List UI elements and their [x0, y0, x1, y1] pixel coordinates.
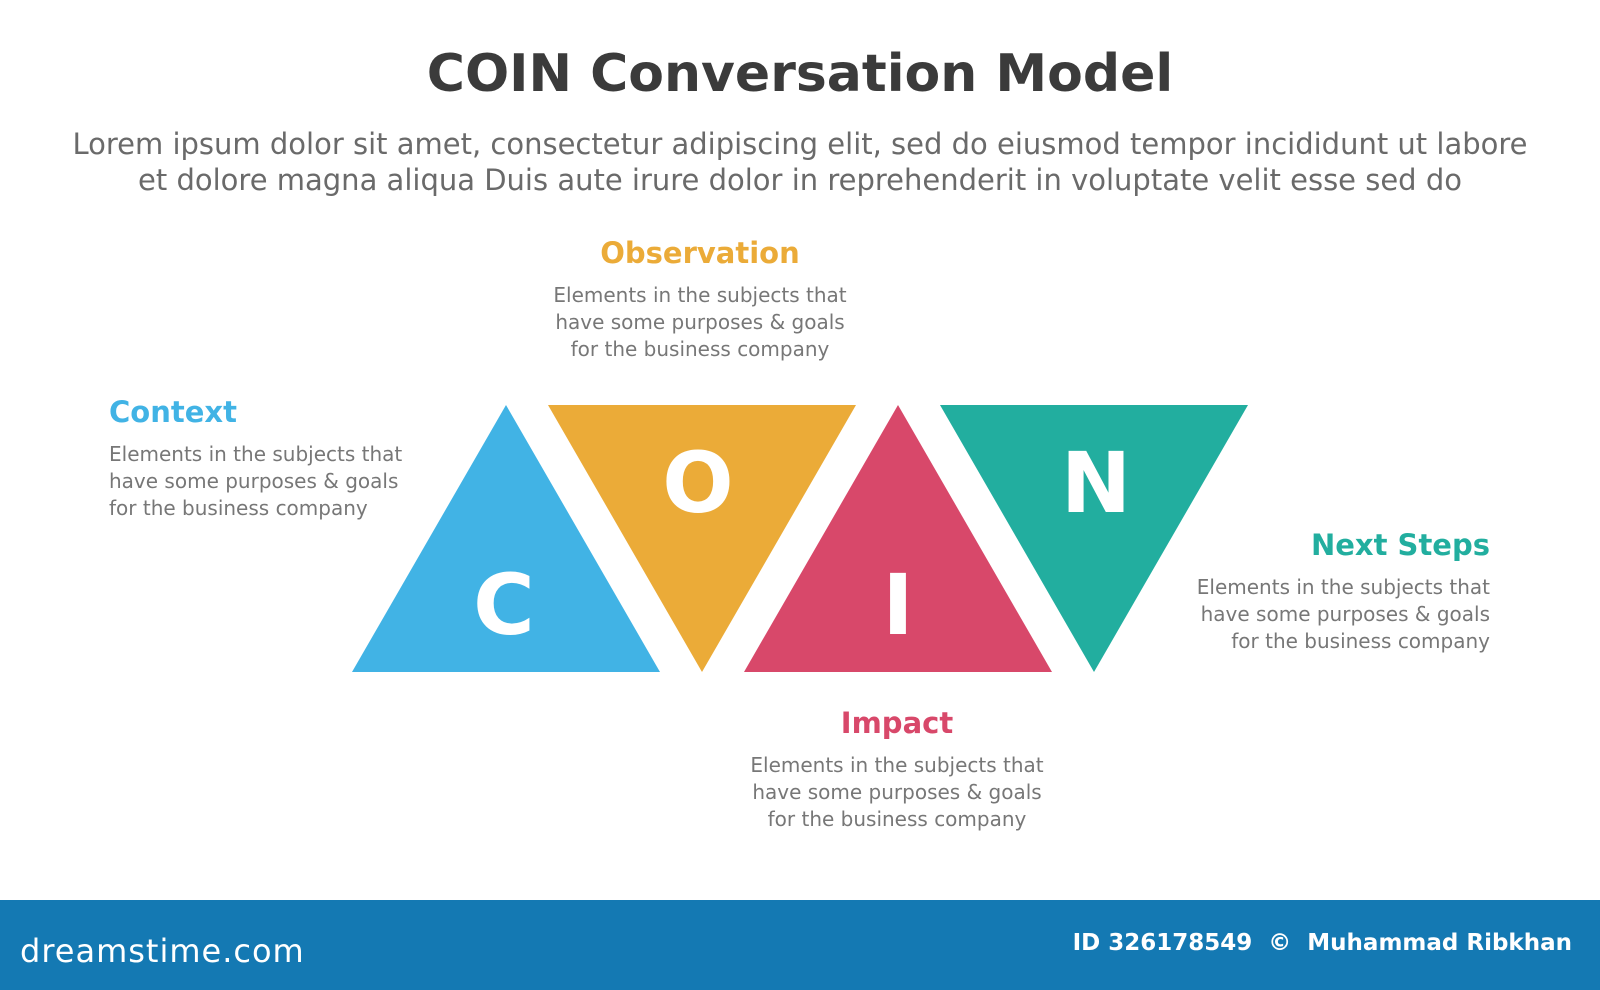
coin-triangle-diagram: C O I N	[352, 405, 1248, 672]
description-line: for the business company	[767, 807, 1027, 831]
impact-description: Elements in the subjects that have some …	[697, 752, 1097, 833]
copyright-symbol: ©	[1268, 930, 1292, 956]
description-line: for the business company	[1231, 629, 1490, 653]
observation-description: Elements in the subjects that have some …	[500, 282, 900, 363]
letter-c: C	[473, 556, 535, 654]
image-id: ID 326178549	[1072, 930, 1253, 956]
context-description: Elements in the subjects that have some …	[109, 441, 439, 522]
impact-heading: Impact	[840, 706, 954, 740]
subtitle-line: et dolore magna aliqua Duis aute irure d…	[138, 163, 1462, 197]
description-line: have some purposes & goals	[752, 780, 1042, 804]
page-subtitle: Lorem ipsum dolor sit amet, consectetur …	[60, 126, 1540, 198]
triangle-i	[744, 405, 1052, 672]
watermark-footer: dreamstime.com ID 326178549 © Muhammad R…	[0, 900, 1600, 990]
triangle-n	[940, 405, 1248, 672]
description-line: for the business company	[570, 337, 830, 361]
author-name: Muhammad Ribkhan	[1307, 930, 1572, 956]
context-block: Context Elements in the subjects that ha…	[109, 395, 439, 522]
letter-i: I	[882, 556, 913, 654]
description-line: have some purposes & goals	[555, 310, 845, 334]
page-title: COIN Conversation Model	[426, 44, 1174, 104]
description-line: for the business company	[109, 496, 368, 520]
description-line: have some purposes & goals	[109, 469, 399, 493]
subtitle-line: Lorem ipsum dolor sit amet, consectetur …	[72, 127, 1528, 161]
context-heading: Context	[109, 395, 237, 429]
observation-heading: Observation	[600, 236, 800, 270]
footer-logo: dreamstime.com	[20, 932, 305, 970]
impact-block: Impact Elements in the subjects that hav…	[697, 706, 1097, 833]
next-steps-block: Next Steps Elements in the subjects that…	[1160, 528, 1490, 655]
triangle-o	[548, 405, 856, 672]
letter-o: O	[662, 434, 733, 532]
letter-n: N	[1061, 434, 1131, 532]
description-line: Elements in the subjects that	[109, 442, 403, 466]
next-steps-description: Elements in the subjects that have some …	[1160, 574, 1490, 655]
description-line: have some purposes & goals	[1200, 602, 1490, 626]
description-line: Elements in the subjects that	[750, 753, 1044, 777]
footer-credit: ID 326178549 © Muhammad Ribkhan	[1073, 930, 1572, 956]
description-line: Elements in the subjects that	[553, 283, 847, 307]
triangle-c	[352, 405, 660, 672]
observation-block: Observation Elements in the subjects tha…	[500, 236, 900, 363]
next-steps-heading: Next Steps	[1310, 528, 1490, 562]
description-line: Elements in the subjects that	[1196, 575, 1490, 599]
